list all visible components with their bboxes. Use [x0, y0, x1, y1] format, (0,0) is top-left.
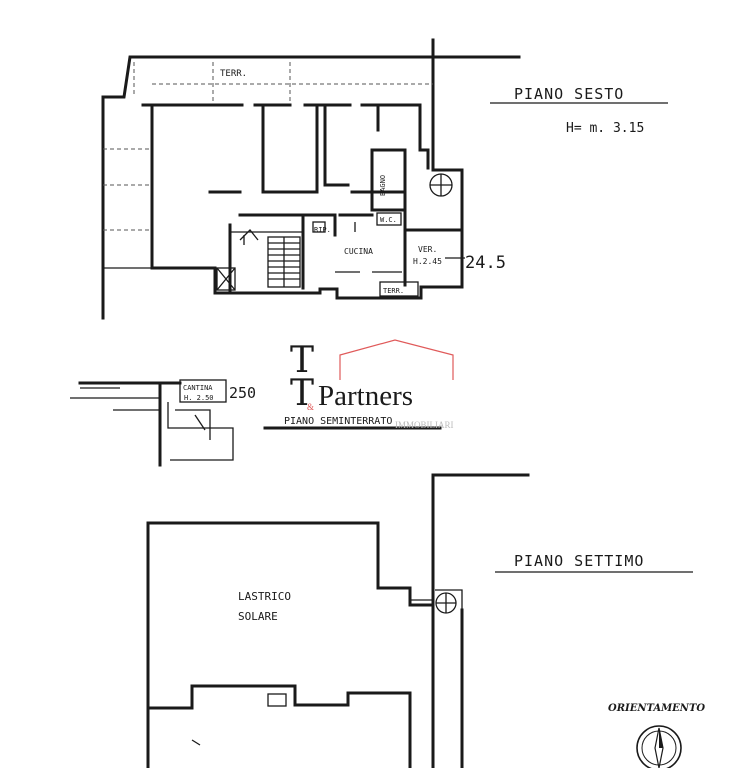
basement-title: PIANO SEMINTERRATO — [284, 416, 392, 427]
logo-letter-top: T — [290, 340, 314, 381]
logo-tagline: IMMOBILIARI — [395, 420, 454, 430]
cellar-box — [179, 379, 227, 403]
compass-needle-icon — [654, 727, 664, 768]
label-dimension-250: 250 — [229, 384, 256, 402]
logo-ampersand: & — [307, 402, 314, 412]
stair-symbol — [267, 236, 301, 288]
basement-plan: CANTINA H. 2.50 250 PIANO SEMINTERRATO — [70, 379, 442, 467]
seventh-floor-title: PIANO SETTIMO — [514, 552, 644, 570]
label-roof-line2: SOLARE — [238, 610, 278, 623]
logo-letter-bottom: T — [290, 373, 314, 414]
compass-outer-ring — [636, 725, 682, 768]
label-veranda: VER. — [418, 245, 437, 254]
label-terrace-small: TERR. — [383, 287, 404, 295]
label-dimension-24-5: 24.5 — [465, 253, 506, 273]
label-bathroom: BAGNO — [379, 175, 387, 196]
label-cellar: CANTINA — [183, 384, 213, 392]
label-kitchen: CUCINA — [344, 247, 373, 256]
label-roof-line1: LASTRICO — [238, 590, 291, 603]
seventh-floor-plan: LASTRICO SOLARE PIANO SETTIMO — [146, 473, 693, 768]
label-terrace-top: TERR. — [220, 69, 247, 79]
label-cellar-height: H. 2.50 — [184, 394, 214, 402]
sixth-floor-plan: TERR. BAGNO W.C. RIP. CUCINA VER. H.2.45… — [101, 38, 668, 320]
orientation-compass: ORIENTAMENTO — [608, 703, 705, 768]
logo-roof-outline — [339, 339, 454, 380]
label-wc: W.C. — [380, 216, 397, 224]
orientation-label: ORIENTAMENTO — [608, 703, 705, 714]
logo-brand: Partners — [318, 380, 413, 412]
label-veranda-height: H.2.45 — [413, 257, 442, 266]
sixth-floor-title: PIANO SESTO — [514, 85, 624, 103]
watermark-logo: T T & Partners IMMOBILIARI — [290, 339, 454, 430]
label-storage: RIP. — [314, 226, 331, 234]
sixth-floor-height: H= m. 3.15 — [566, 121, 644, 136]
shaft-symbol — [216, 267, 236, 291]
